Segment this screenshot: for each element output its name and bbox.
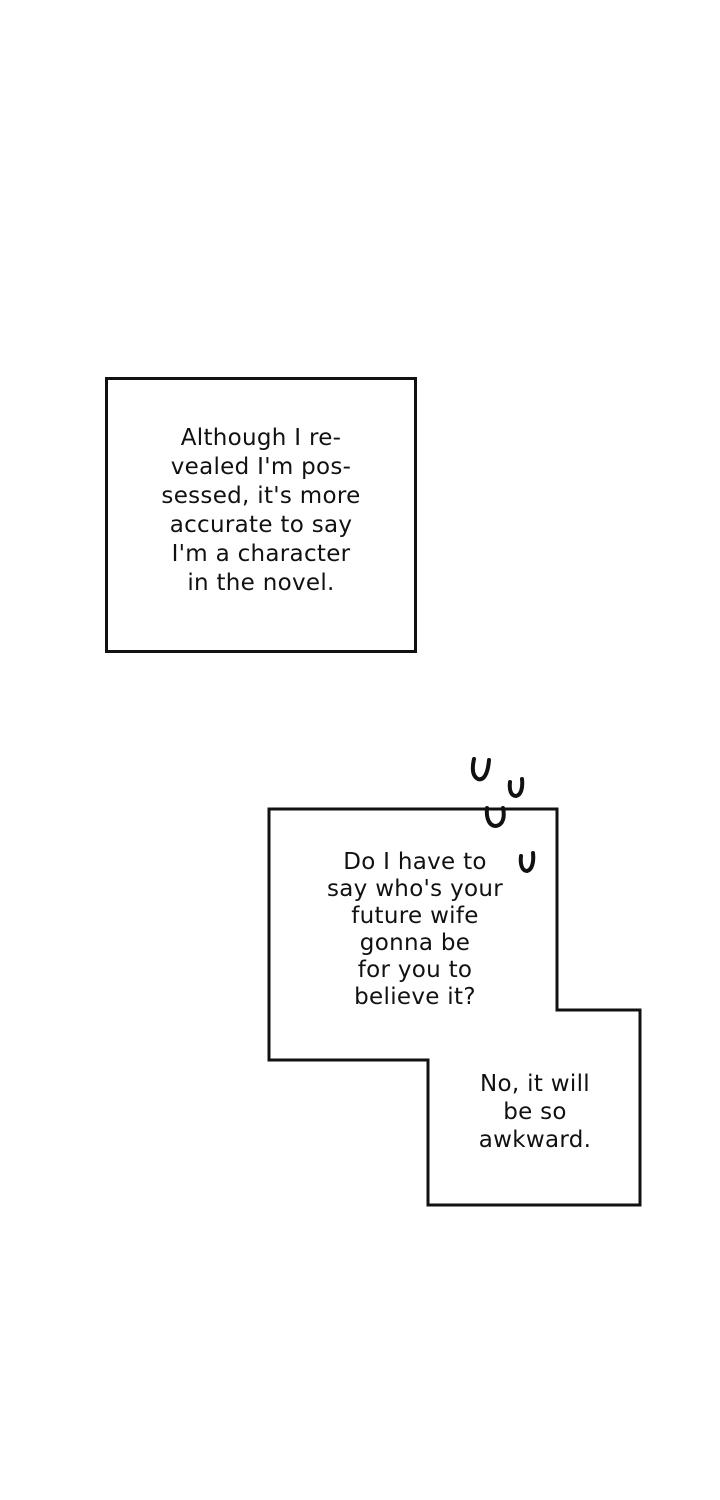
dialogue-line: for you to (357, 957, 473, 983)
narration-line: vealed I'm pos- (170, 454, 352, 480)
dialogue-line: No, it will (480, 1071, 590, 1097)
dialogue-line: future wife (351, 903, 479, 929)
trembling-mark-icon (484, 806, 506, 828)
dialogue-line: awkward. (478, 1127, 592, 1153)
narration-line: accurate to say (169, 512, 353, 538)
dialogue-line: Do I have to (343, 849, 487, 875)
dialogue-line: say who's your (327, 876, 503, 902)
narration-line: sessed, it's more (161, 483, 361, 509)
narration-line: in the novel. (187, 570, 335, 596)
narration-box: Although I re- vealed I'm pos- sessed, i… (105, 377, 417, 653)
narration-text: Although I re- vealed I'm pos- sessed, i… (161, 424, 360, 598)
dialogue-line: be so (503, 1099, 567, 1125)
dialogue-line: believe it? (354, 984, 476, 1010)
narration-line: I'm a character (171, 541, 351, 567)
dialogue-answer: No, it will be so awkward. (440, 1070, 630, 1154)
dialogue-line: gonna be (359, 930, 471, 956)
dialogue-question: Do I have to say who's your future wife … (290, 849, 540, 1011)
trembling-mark-icon (470, 757, 491, 782)
narration-line: Although I re- (180, 425, 342, 451)
trembling-mark-icon (507, 777, 525, 798)
